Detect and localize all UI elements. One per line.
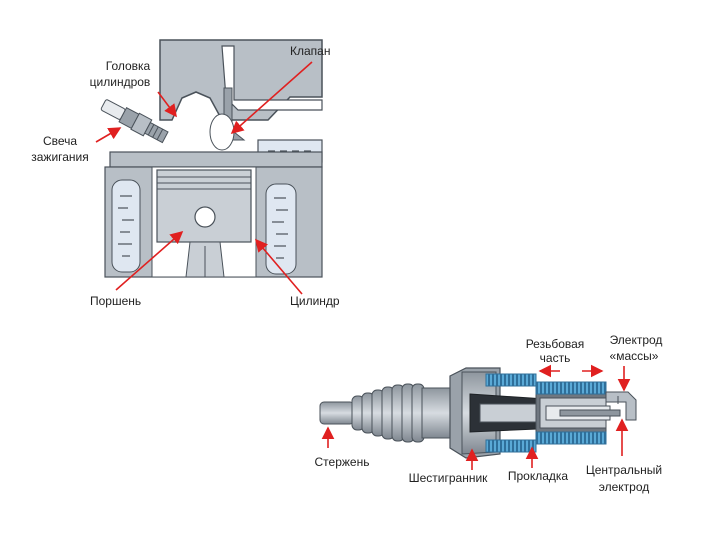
label-piston: Поршень xyxy=(90,294,141,308)
arrow-spark-plug xyxy=(95,127,122,143)
engine-cross-section xyxy=(100,39,323,278)
hex-thread-top xyxy=(485,373,537,387)
arrow-piston xyxy=(115,230,184,291)
spark-plug-cutaway xyxy=(319,367,637,459)
head-base xyxy=(109,151,323,168)
label-rod: Стержень xyxy=(315,455,370,469)
piston-pin xyxy=(194,206,216,228)
arrow-cylinder xyxy=(254,238,303,295)
label-gasket: Прокладка xyxy=(508,469,569,483)
arrow-cylinder-head xyxy=(157,91,177,118)
label-spark-plug-1: Свеча xyxy=(43,134,77,148)
right-coolant-jacket xyxy=(265,183,297,275)
label-thread-2: часть xyxy=(540,351,571,365)
label-valve: Клапан xyxy=(290,44,330,58)
label-spark-plug-2: зажигания xyxy=(31,150,89,164)
ground-electrode xyxy=(605,391,637,421)
label-center-electrode-2: электрод xyxy=(599,480,650,494)
label-thread-1: Резьбовая xyxy=(526,337,585,351)
label-cylinder-head-2: цилиндров xyxy=(90,75,151,89)
hex-thread-bottom xyxy=(485,439,537,453)
left-coolant-jacket xyxy=(111,179,141,273)
engine-arrows xyxy=(95,61,313,295)
label-cylinder: Цилиндр xyxy=(290,294,340,308)
piston-shape xyxy=(156,169,252,278)
ribbed-insulator xyxy=(351,383,425,443)
center-electrode xyxy=(559,409,621,417)
label-cylinder-head-1: Головка xyxy=(106,59,151,73)
terminal-rod xyxy=(319,401,355,425)
label-hexagon: Шестигранник xyxy=(409,471,489,485)
label-center-electrode-1: Центральный xyxy=(586,463,662,477)
label-ground-electrode-1: Электрод xyxy=(610,333,663,347)
arrow-valve xyxy=(230,61,313,135)
engine-spark-plug xyxy=(100,99,169,144)
plug-arrows xyxy=(321,364,631,470)
combustion-cavity xyxy=(209,113,235,151)
label-ground-electrode-2: «массы» xyxy=(610,349,659,363)
